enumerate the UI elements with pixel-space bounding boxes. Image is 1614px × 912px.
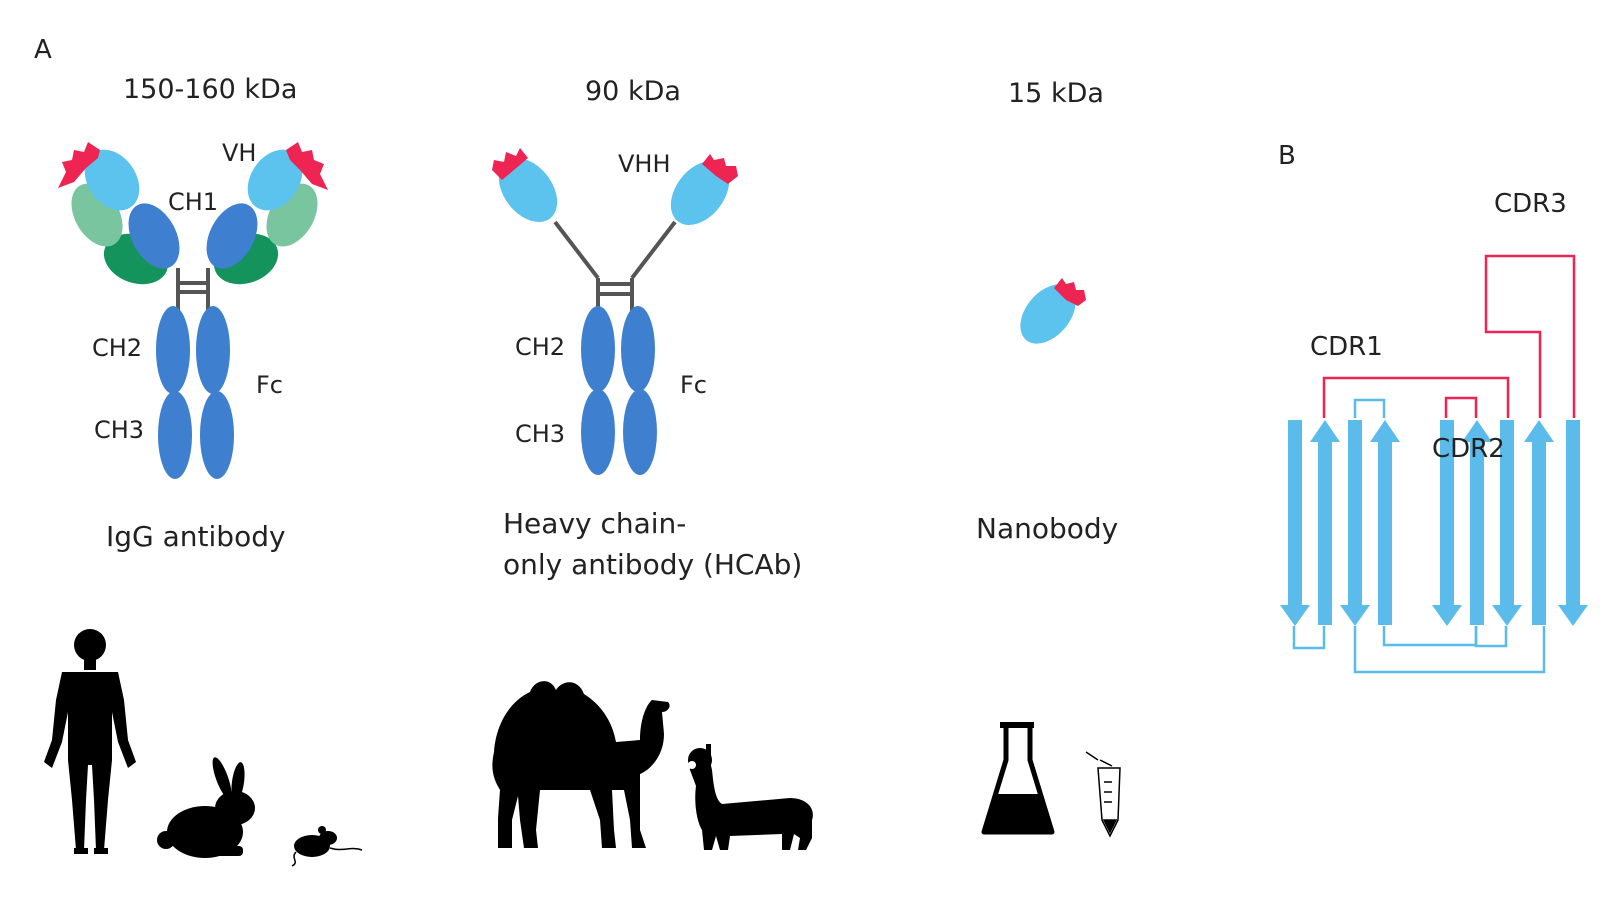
camel-silhouette [492,681,670,848]
igg-left-cdr [58,142,100,188]
igg-left-vh-domain [84,149,140,211]
igg-right-cdr [286,142,328,190]
hcab-mass-label: 90 kDa [585,76,681,107]
human-silhouette [44,629,136,854]
cdr-loops [1322,254,1576,418]
igg-right-ch1-domain [206,203,258,269]
cdr3-label: CDR3 [1494,189,1567,219]
hcab-fc-label: Fc [680,371,707,399]
igg-left-arm [58,142,180,285]
igg-ch2-left [156,306,190,394]
igg-right-arm [206,142,328,285]
igg-ch3-right [200,391,234,479]
igg-ch1-label: CH1 [168,188,218,216]
beta-sheet-topology: CDR1 CDR2 CDR3 [1280,189,1588,674]
nanobody-name-label: Nanobody [976,512,1118,545]
nanobody-mass-label: 15 kDa [1008,78,1104,109]
igg-ch3-label: CH3 [94,416,144,444]
igg-name-label: IgG antibody [106,520,286,553]
igg-fc-region [156,306,234,479]
alpaca-silhouette [688,744,813,850]
cdr2-loop [1444,396,1478,418]
beta-loops [1292,398,1546,674]
igg-left-ch1-domain [128,203,180,269]
hcab-left-vhh-domain [498,158,558,222]
hcab-left-cdr [492,148,528,180]
igg-antibody-diagram: VH CH1 CH2 CH3 Fc [58,139,328,479]
hcab-ch2-right [621,306,655,392]
hcab-vhh-label: VHH [618,150,671,178]
hcab-name-line1: Heavy chain- [503,507,686,540]
cdr1-label: CDR1 [1310,332,1383,362]
nanobody-cdr [1054,278,1086,306]
hcab-ch3-right [623,389,657,475]
hcab-right-vhh-domain [670,161,730,225]
nanobody-diagram [1020,278,1086,344]
hcab-fc-region [581,306,657,475]
igg-ch2-label: CH2 [92,334,142,362]
cdr2-label: CDR2 [1432,434,1505,464]
panel-a-letter: A [34,35,52,65]
mouse-silhouette [291,826,363,867]
igg-ch2-right [196,306,230,394]
igg-hinge [176,268,210,310]
hcab-ch3-left [581,389,615,475]
cdr1-loop [1322,376,1510,418]
hcab-ch2-label: CH2 [515,333,565,361]
hcab-hinge [553,220,677,312]
hcab-name-line2: only antibody (HCAb) [503,548,802,581]
igg-vh-label: VH [222,139,256,167]
igg-fc-label: Fc [256,371,283,399]
nanobody-vhh-domain [1020,284,1076,344]
igg-mass-label: 150-160 kDa [123,74,297,105]
igg-ch3-left [158,391,192,479]
hcab-ch2-left [581,306,615,392]
panel-b-letter: B [1278,141,1296,171]
flask-icon [981,722,1055,835]
beta-strands [1280,420,1588,626]
hcab-diagram: VHH CH2 CH3 Fc [492,148,738,475]
igg-right-vh-domain [247,149,303,211]
hcab-ch3-label: CH3 [515,420,565,448]
tube-icon [1085,751,1121,838]
hcab-right-cdr [702,154,738,184]
rabbit-silhouette [157,757,255,858]
cdr3-loop [1484,254,1576,418]
